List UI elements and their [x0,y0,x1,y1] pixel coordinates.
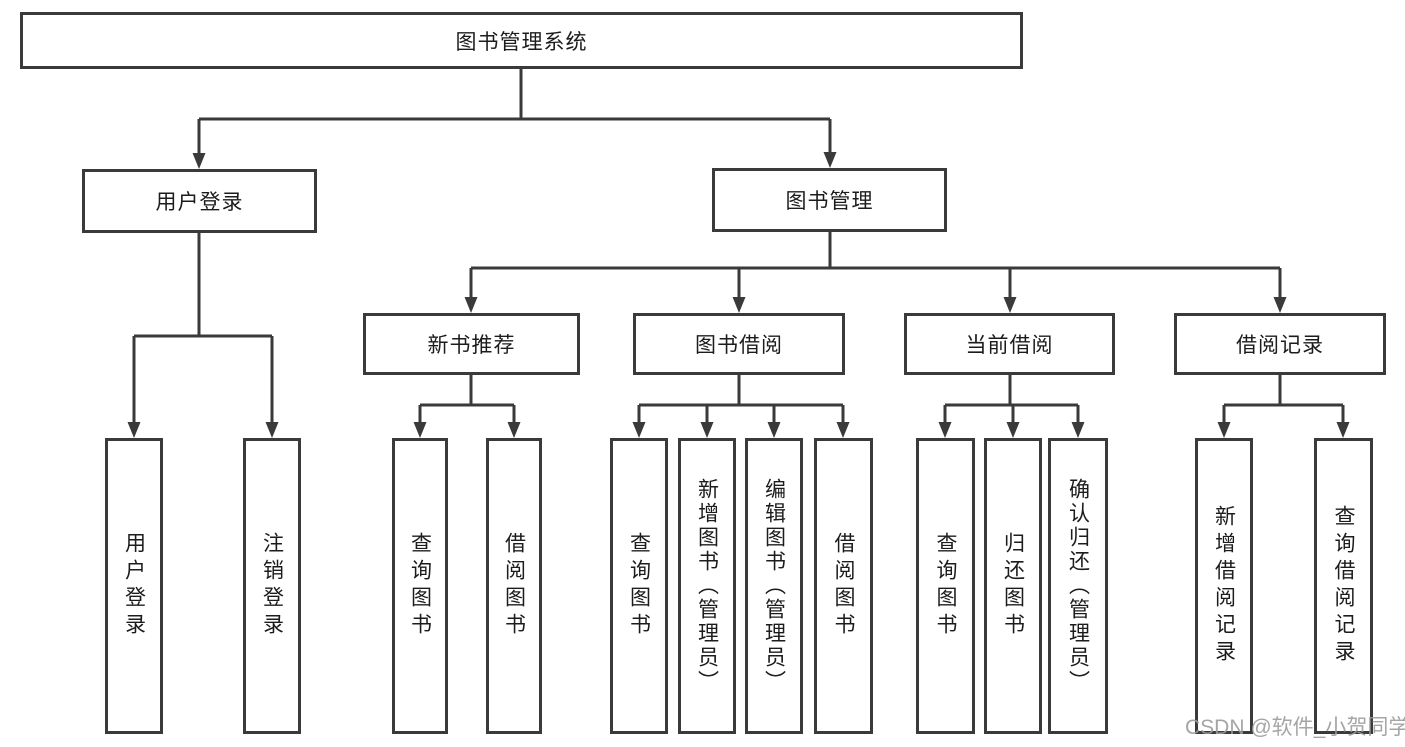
csdn-watermark: CSDN @软件_小贺同学 [1185,716,1405,739]
arrowhead [1006,422,1020,438]
node-current-query-books-label: 查询图书 [934,532,957,640]
arrowhead [1003,297,1017,313]
node-book-management: 图书管理 [712,168,947,232]
connector-book-borrow-to-leaves [637,375,845,424]
node-borrow-records: 借阅记录 [1174,313,1386,375]
arrowhead [192,153,206,169]
node-recommend-borrow-books-label: 借阅图书 [502,532,526,640]
node-borrow-borrow-books-label: 借阅图书 [832,532,855,640]
connector-user-login-to-leaves [132,233,274,424]
node-borrow-add-books-admin: 新增图书（管理员） [678,438,736,734]
node-user-login: 用户登录 [82,169,317,233]
node-book-borrow: 图书借阅 [633,313,845,375]
arrowhead [507,422,521,438]
arrowhead [1273,297,1287,313]
node-logout-label: 注销登录 [260,532,284,640]
node-borrow-edit-books-admin-label: 编辑图书（管理员） [762,478,786,694]
connector-new-book-recommend-to-leaves [418,375,516,424]
node-records-query-record-label: 查询借阅记录 [1332,505,1355,667]
node-recommend-borrow-books: 借阅图书 [486,438,542,734]
arrowhead [823,152,837,168]
node-root-label: 图书管理系统 [455,30,588,54]
node-user-login-label: 用户登录 [155,191,244,214]
node-borrow-records-label: 借阅记录 [1236,334,1324,357]
node-borrow-add-books-admin-label: 新增图书（管理员） [695,478,719,694]
node-login: 用户登录 [105,438,163,734]
node-borrow-borrow-books: 借阅图书 [814,438,873,734]
arrowhead [265,422,279,438]
node-current-borrow-label: 当前借阅 [965,334,1054,357]
node-current-return-books-label: 归还图书 [1001,532,1025,640]
arrowhead [700,422,714,438]
connector-current-borrow-to-leaves [943,375,1080,424]
node-logout: 注销登录 [243,438,301,734]
arrowhead [1071,422,1085,438]
node-current-confirm-return-admin: 确认归还（管理员） [1048,438,1108,734]
node-borrow-query-books-label: 查询图书 [627,532,651,640]
arrowhead [464,297,478,313]
node-recommend-query-books-label: 查询图书 [408,532,432,640]
arrowhead [767,422,781,438]
node-borrow-edit-books-admin: 编辑图书（管理员） [745,438,803,734]
node-current-query-books: 查询图书 [916,438,975,734]
arrowhead [1217,422,1231,438]
node-book-management-label: 图书管理 [785,190,874,213]
node-new-book-recommend: 新书推荐 [363,313,580,375]
node-root: 图书管理系统 [20,12,1023,69]
node-login-label: 用户登录 [122,532,146,640]
arrowhead [938,422,952,438]
node-current-confirm-return-admin-label: 确认归还（管理员） [1066,478,1090,694]
node-borrow-query-books: 查询图书 [610,438,668,734]
arrowhead [1336,422,1350,438]
connector-book-management-to-level3 [469,232,1282,299]
node-current-borrow: 当前借阅 [904,313,1115,375]
node-book-borrow-label: 图书借阅 [695,334,783,357]
arrowhead [413,422,427,438]
connector-borrow-records-to-leaves [1222,375,1345,424]
arrowhead [836,422,850,438]
arrowhead [127,422,141,438]
node-recommend-query-books: 查询图书 [392,438,448,734]
arrowhead [732,297,746,313]
connector-root-to-level2 [197,69,832,155]
node-records-add-record-label: 新增借阅记录 [1212,505,1236,667]
node-current-return-books: 归还图书 [984,438,1042,734]
node-records-add-record: 新增借阅记录 [1195,438,1253,734]
node-records-query-record: 查询借阅记录 [1314,438,1373,734]
node-new-book-recommend-label: 新书推荐 [427,334,516,357]
arrowhead [632,422,646,438]
